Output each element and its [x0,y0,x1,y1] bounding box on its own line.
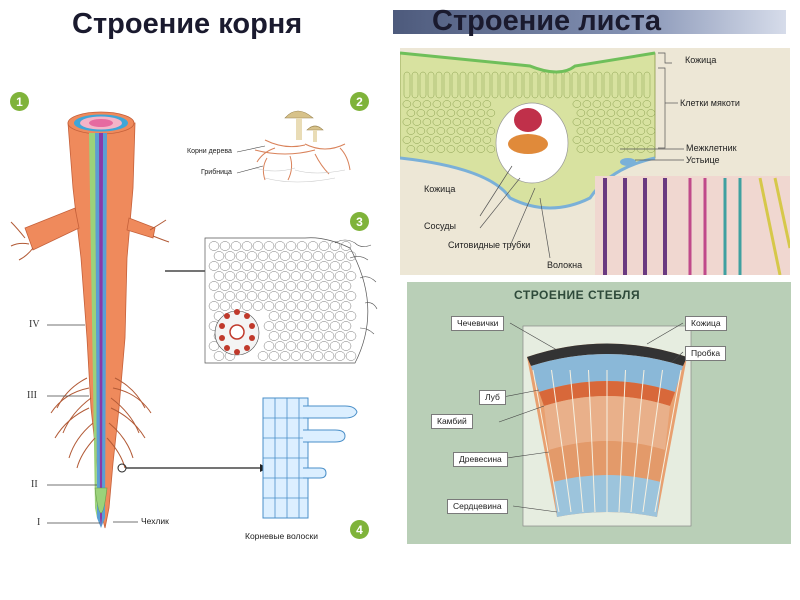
label-stem-epidermis: Кожица [685,316,727,331]
root-hairs-illustration [262,397,358,519]
zone-label-iv: IV [29,319,40,330]
label-vessels: Сосуды [424,221,456,231]
stem-illustration [498,322,692,527]
label-epidermis-top: Кожица [685,55,717,65]
label-stoma: Устьице [686,155,720,165]
label-intercellular: Межклетник [686,143,737,153]
label-tree-roots: Корни дерева [187,148,232,155]
label-root-cap: Чехлик [141,516,169,526]
badge-3: 3 [350,212,369,231]
leaf-structure-title: Строение листа [432,5,661,37]
label-mesophyll: Клетки мякоти [680,98,740,108]
label-pith: Сердцевина [447,499,508,514]
label-cork: Пробка [685,346,727,361]
zone-label-ii: II [31,479,38,490]
mycorrhiza-illustration [236,110,351,183]
zone-label-i: I [37,517,41,528]
leaf-figure: Кожица Клетки мякоти Межклетник Устьице … [400,48,790,275]
badge-1: 1 [10,92,29,111]
stem-structure-title: СТРОЕНИЕ СТЕБЛЯ [514,288,641,302]
label-sieve-tubes: Ситовидные трубки [448,240,531,250]
root-cross-section [204,237,378,364]
badge-4: 4 [350,520,369,539]
label-fibers: Волокна [547,260,583,270]
badge-2: 2 [350,92,369,111]
stem-figure: СТРОЕНИЕ СТЕБЛЯ Чечевички Кожица Пробка … [407,282,791,544]
root-illustration [10,110,378,529]
zone-label-iii: III [27,390,37,401]
label-mycelium: Грибница [201,169,232,176]
root-structure-title: Строение корня [72,8,303,40]
label-epidermis-left: Кожица [424,184,456,194]
leaf-illustration [400,51,790,275]
label-root-hairs: Корневые волоски [245,531,319,541]
root-figure: 1 2 3 4 IV III II I Чехлик Корни дерева … [5,78,380,550]
leaf-title-bar [393,10,786,34]
label-lenticels: Чечевички [451,316,505,331]
label-phloem: Луб [479,390,506,405]
label-cambium: Камбий [431,414,473,429]
label-wood: Древесина [453,452,508,467]
